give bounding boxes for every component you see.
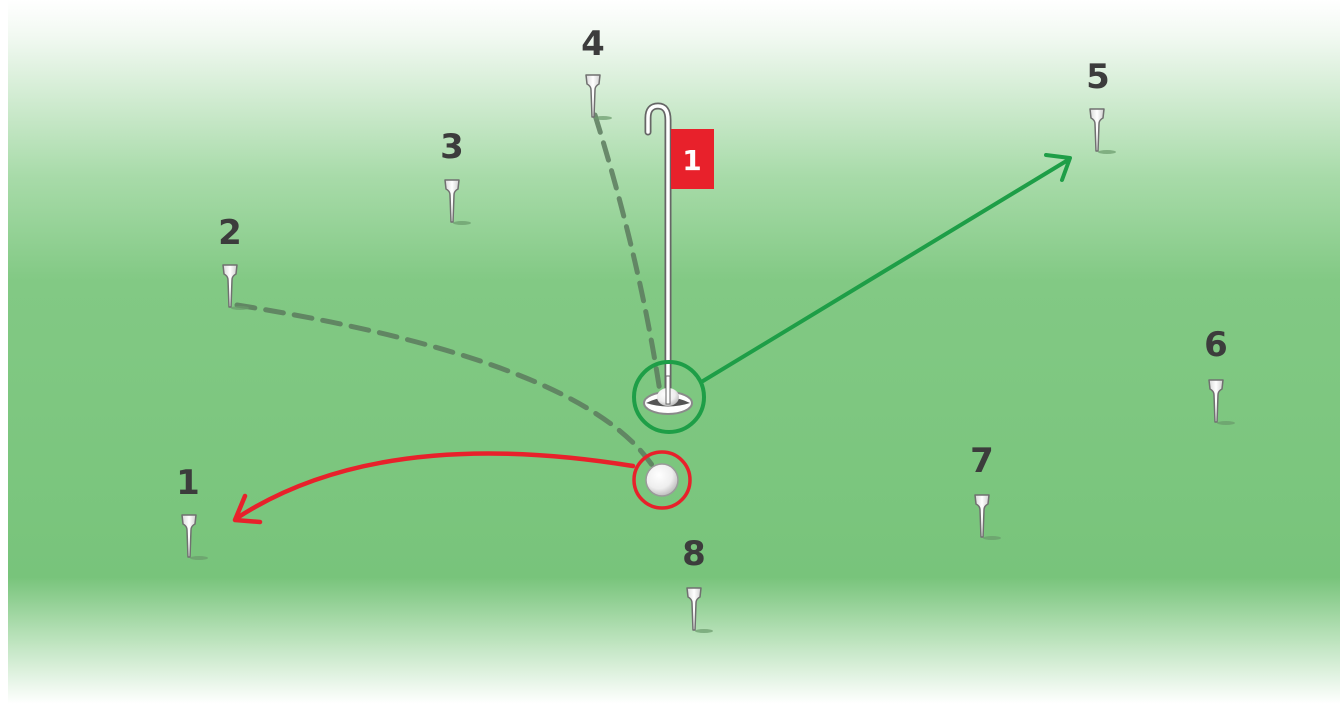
tee-number-6: 6 bbox=[1204, 325, 1228, 365]
tee-number-4: 4 bbox=[581, 24, 605, 64]
golf-ball bbox=[632, 450, 692, 510]
dashed-path-tee-2 bbox=[234, 302, 655, 468]
ball-target-circle bbox=[632, 450, 692, 510]
tee-marker-5: 5 bbox=[1086, 57, 1116, 154]
flag-number: 1 bbox=[682, 144, 701, 177]
green-arrow-to-tee-5 bbox=[701, 153, 1072, 383]
hole-target-circle bbox=[632, 360, 706, 434]
grass-background bbox=[8, 0, 1340, 704]
tee-number-5: 5 bbox=[1086, 57, 1110, 97]
tee-number-1: 1 bbox=[176, 463, 200, 503]
flag-banner bbox=[671, 129, 714, 189]
tee-number-2: 2 bbox=[218, 213, 242, 253]
tee-marker-7: 7 bbox=[970, 441, 1001, 540]
tee-marker-6: 6 bbox=[1204, 325, 1235, 425]
hole-cup bbox=[643, 375, 693, 415]
dashed-path-tee-4 bbox=[592, 112, 663, 395]
red-arrow-to-tee-1 bbox=[232, 451, 636, 525]
tee-marker-3: 3 bbox=[440, 127, 471, 225]
tee-marker-1: 1 bbox=[176, 463, 208, 560]
tee-marker-4: 4 bbox=[581, 24, 612, 120]
tee-number-3: 3 bbox=[440, 127, 464, 167]
tee-marker-2: 2 bbox=[218, 213, 249, 310]
flag-pin: 1 bbox=[644, 102, 714, 404]
tee-marker-8: 8 bbox=[682, 534, 713, 633]
tee-number-8: 8 bbox=[682, 534, 706, 574]
tee-number-7: 7 bbox=[970, 441, 994, 481]
